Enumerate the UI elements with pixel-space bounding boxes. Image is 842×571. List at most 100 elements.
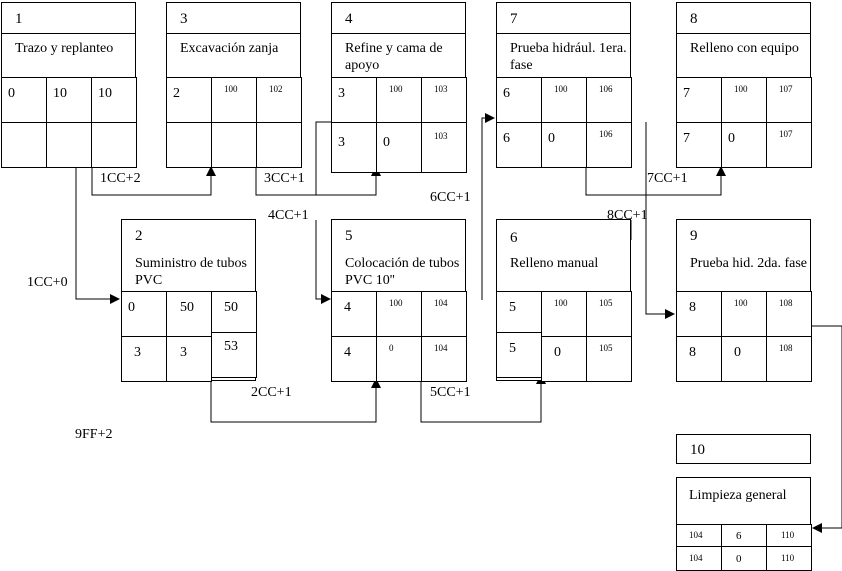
late-finish-cell <box>256 122 302 168</box>
duration-cell: 100 <box>376 291 422 337</box>
link-label-1-3: 1CC+2 <box>100 171 141 186</box>
late-finish-cell: 108 <box>766 336 812 382</box>
activity-name: Refine y cama de apoyo <box>345 41 443 73</box>
cell-value: 100 <box>734 84 748 94</box>
cell-value: 4 <box>344 345 351 360</box>
cell-value: 104 <box>689 553 703 563</box>
cell-value: 0 <box>728 131 735 146</box>
activity-node-10-header: 10 <box>676 434 811 464</box>
cell-value: 0 <box>383 135 390 150</box>
early-start-cell: 6 <box>496 77 542 123</box>
activity-name: Excavación zanja <box>180 41 279 56</box>
cell-value: 106 <box>599 84 613 94</box>
activity-number: 8 <box>690 11 698 27</box>
activity-name: Suministro de tubos PVC <box>135 256 248 288</box>
activity-node-4: 4 Refine y cama de apoyo 3 100 103 3 0 1… <box>331 2 467 173</box>
duration-cell: 50 <box>166 291 212 337</box>
link-label-4-5: 4CC+1 <box>268 208 309 223</box>
link-4-5 <box>315 220 331 304</box>
cell-value: 104 <box>434 343 448 353</box>
cell-value: 3 <box>338 135 345 150</box>
cell-value: 107 <box>779 84 793 94</box>
activity-number: 1 <box>15 11 23 27</box>
late-finish-cell: 105 <box>586 336 632 382</box>
cell-value: 0 <box>8 86 15 101</box>
link-1-3 <box>91 166 216 196</box>
activity-name: Prueba hid. 2da. fase <box>690 256 808 271</box>
late-finish-cell: 104 <box>421 336 467 382</box>
cell-value: 0 <box>734 345 741 360</box>
activity-number: 7 <box>510 11 518 27</box>
early-start-cell: 0 <box>121 291 167 337</box>
cell-value: 100 <box>389 84 403 94</box>
cell-value: 100 <box>554 298 568 308</box>
early-start-cell: 4 <box>331 291 377 337</box>
cell-value: 107 <box>779 129 793 139</box>
cell-value: 50 <box>180 300 194 315</box>
link-6-7 <box>481 113 495 300</box>
cell-value: 100 <box>554 84 568 94</box>
float-cell: 0 <box>376 336 422 382</box>
activity-node-10: Limpieza general 104 6 110 104 0 110 <box>676 477 812 571</box>
duration-cell: 100 <box>376 77 422 123</box>
cell-value: 102 <box>269 84 283 94</box>
cell-value: 105 <box>599 343 613 353</box>
late-start-cell: 104 <box>676 546 722 571</box>
activity-node-2: 2 Suministro de tubos PVC 0 50 50 3 3 53 <box>121 219 257 382</box>
cell-value: 105 <box>599 298 613 308</box>
cell-value: 5 <box>509 300 516 315</box>
late-start-cell <box>1 122 47 168</box>
float-cell: 0 <box>721 546 767 571</box>
cell-value: 10 <box>98 86 112 101</box>
link-9-10 <box>811 325 842 533</box>
duration-cell: 10 <box>46 77 92 123</box>
cell-value: 100 <box>734 298 748 308</box>
late-finish-cell: 53 <box>211 332 257 378</box>
cell-value: 3 <box>180 345 187 360</box>
late-finish-cell <box>91 122 137 168</box>
activity-number: 4 <box>345 11 353 27</box>
late-finish-cell: 106 <box>586 122 632 168</box>
cell-value: 0 <box>554 345 561 360</box>
link-label-8-9: 8CC+1 <box>607 208 648 223</box>
float-cell: 0 <box>721 336 767 382</box>
cell-value: 110 <box>781 530 795 540</box>
link-label-3-4: 3CC+1 <box>264 171 305 186</box>
activity-name: Limpieza general <box>689 488 787 503</box>
early-start-cell: 2 <box>166 77 212 123</box>
late-finish-cell: 107 <box>766 122 812 168</box>
cell-value: 104 <box>689 530 703 540</box>
cell-value: 100 <box>224 84 238 94</box>
duration-cell: 100 <box>541 291 587 337</box>
cell-value: 108 <box>779 298 793 308</box>
activity-name: Trazo y replanteo <box>15 41 114 56</box>
activity-number: 9 <box>690 228 698 244</box>
activity-node-7: 7 Prueba hidrául. 1era. fase 6 100 106 6… <box>496 2 632 168</box>
cell-value: 0 <box>389 343 394 353</box>
activity-node-3: 3 Excavación zanja 2 100 102 <box>166 2 302 168</box>
activity-number: 2 <box>135 228 143 244</box>
duration-cell: 100 <box>721 291 767 337</box>
early-finish-cell: 102 <box>256 77 302 123</box>
float-cell: 0 <box>721 122 767 168</box>
link-5-6 <box>420 374 546 423</box>
cell-value: 0 <box>736 553 742 565</box>
float-cell <box>211 122 257 168</box>
cell-value: 53 <box>224 339 238 354</box>
early-start-cell: 3 <box>331 77 377 123</box>
link-2-4 <box>315 121 331 195</box>
activity-number: 3 <box>180 11 188 27</box>
cell-value: 6 <box>736 530 742 542</box>
float-cell <box>46 122 92 168</box>
late-start-cell: 8 <box>676 336 722 382</box>
early-start-cell: 0 <box>1 77 47 123</box>
float-cell: 0 <box>376 122 422 173</box>
duration-cell: 100 <box>721 77 767 123</box>
late-finish-cell: 103 <box>421 122 467 173</box>
late-start-cell: 7 <box>676 122 722 168</box>
early-finish-cell: 103 <box>421 77 467 123</box>
link-label-1-2: 1CC+0 <box>27 275 68 290</box>
activity-node-1: 1 Trazo y replanteo 0 10 10 <box>1 2 137 168</box>
